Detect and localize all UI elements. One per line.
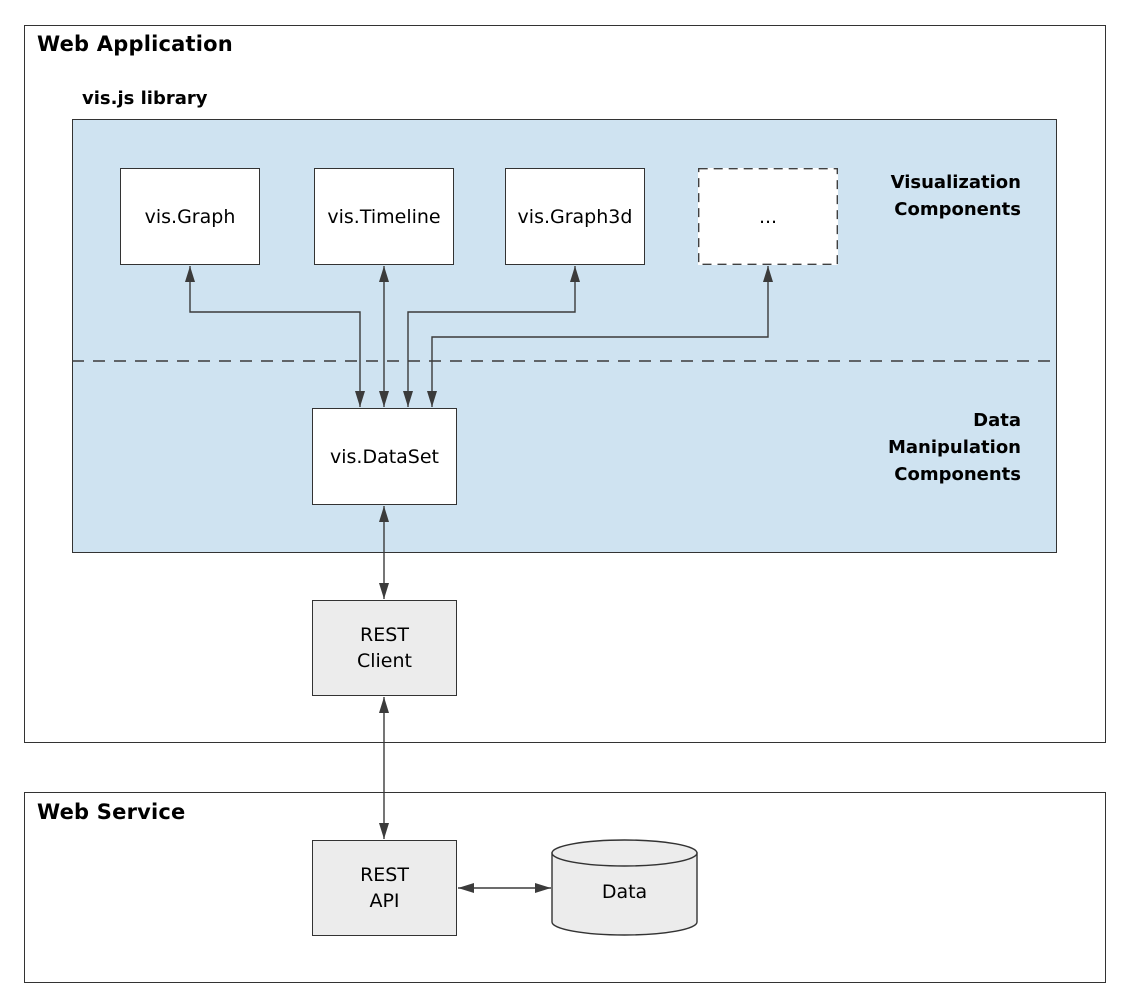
data-store-label: Data (601, 881, 648, 903)
component-box-vis-graph: vis.Graph (120, 168, 260, 265)
component-label: vis.Timeline (327, 205, 441, 228)
component-label: vis.Graph (144, 205, 236, 228)
component-box-more: ... (698, 168, 838, 265)
component-label: vis.Graph3d (517, 205, 633, 228)
visjs-library-title: vis.js library (82, 88, 208, 109)
data-manipulation-components-label: Data Manipulation Components (887, 410, 1021, 485)
component-box-vis-timeline: vis.Timeline (314, 168, 454, 265)
rest-client-label: REST Client (356, 624, 412, 672)
visualization-components-label: Visualization Components (890, 172, 1021, 220)
dataset-box: vis.DataSet (312, 408, 457, 505)
component-label: ... (758, 205, 778, 228)
web-application-title: Web Application (37, 32, 233, 56)
component-box-vis-graph3d: vis.Graph3d (505, 168, 645, 265)
rest-api-box: REST API (312, 840, 457, 936)
rest-api-label: REST API (360, 864, 409, 912)
web-service-title: Web Service (37, 800, 186, 824)
dataset-label: vis.DataSet (329, 445, 440, 468)
rest-client-box: REST Client (312, 600, 457, 696)
